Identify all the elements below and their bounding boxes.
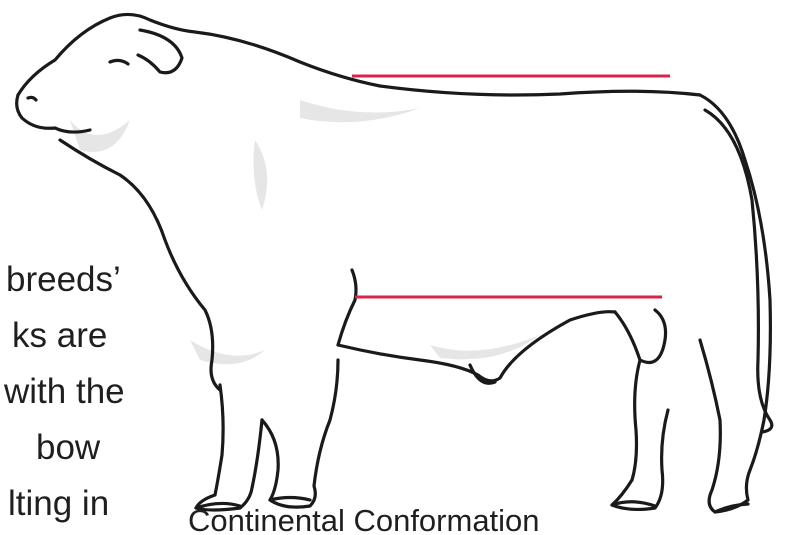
side-text-line-5: lting in — [8, 476, 109, 532]
bull-outline — [17, 14, 772, 512]
side-text-line-3: with the — [4, 364, 125, 420]
figure-caption: Continental Conformation — [188, 503, 540, 535]
side-text-line-4: bow — [36, 420, 100, 476]
side-text-line-1: breeds’ — [6, 252, 121, 308]
side-text-line-2: ks are — [12, 308, 107, 364]
bull-shading — [70, 100, 540, 364]
